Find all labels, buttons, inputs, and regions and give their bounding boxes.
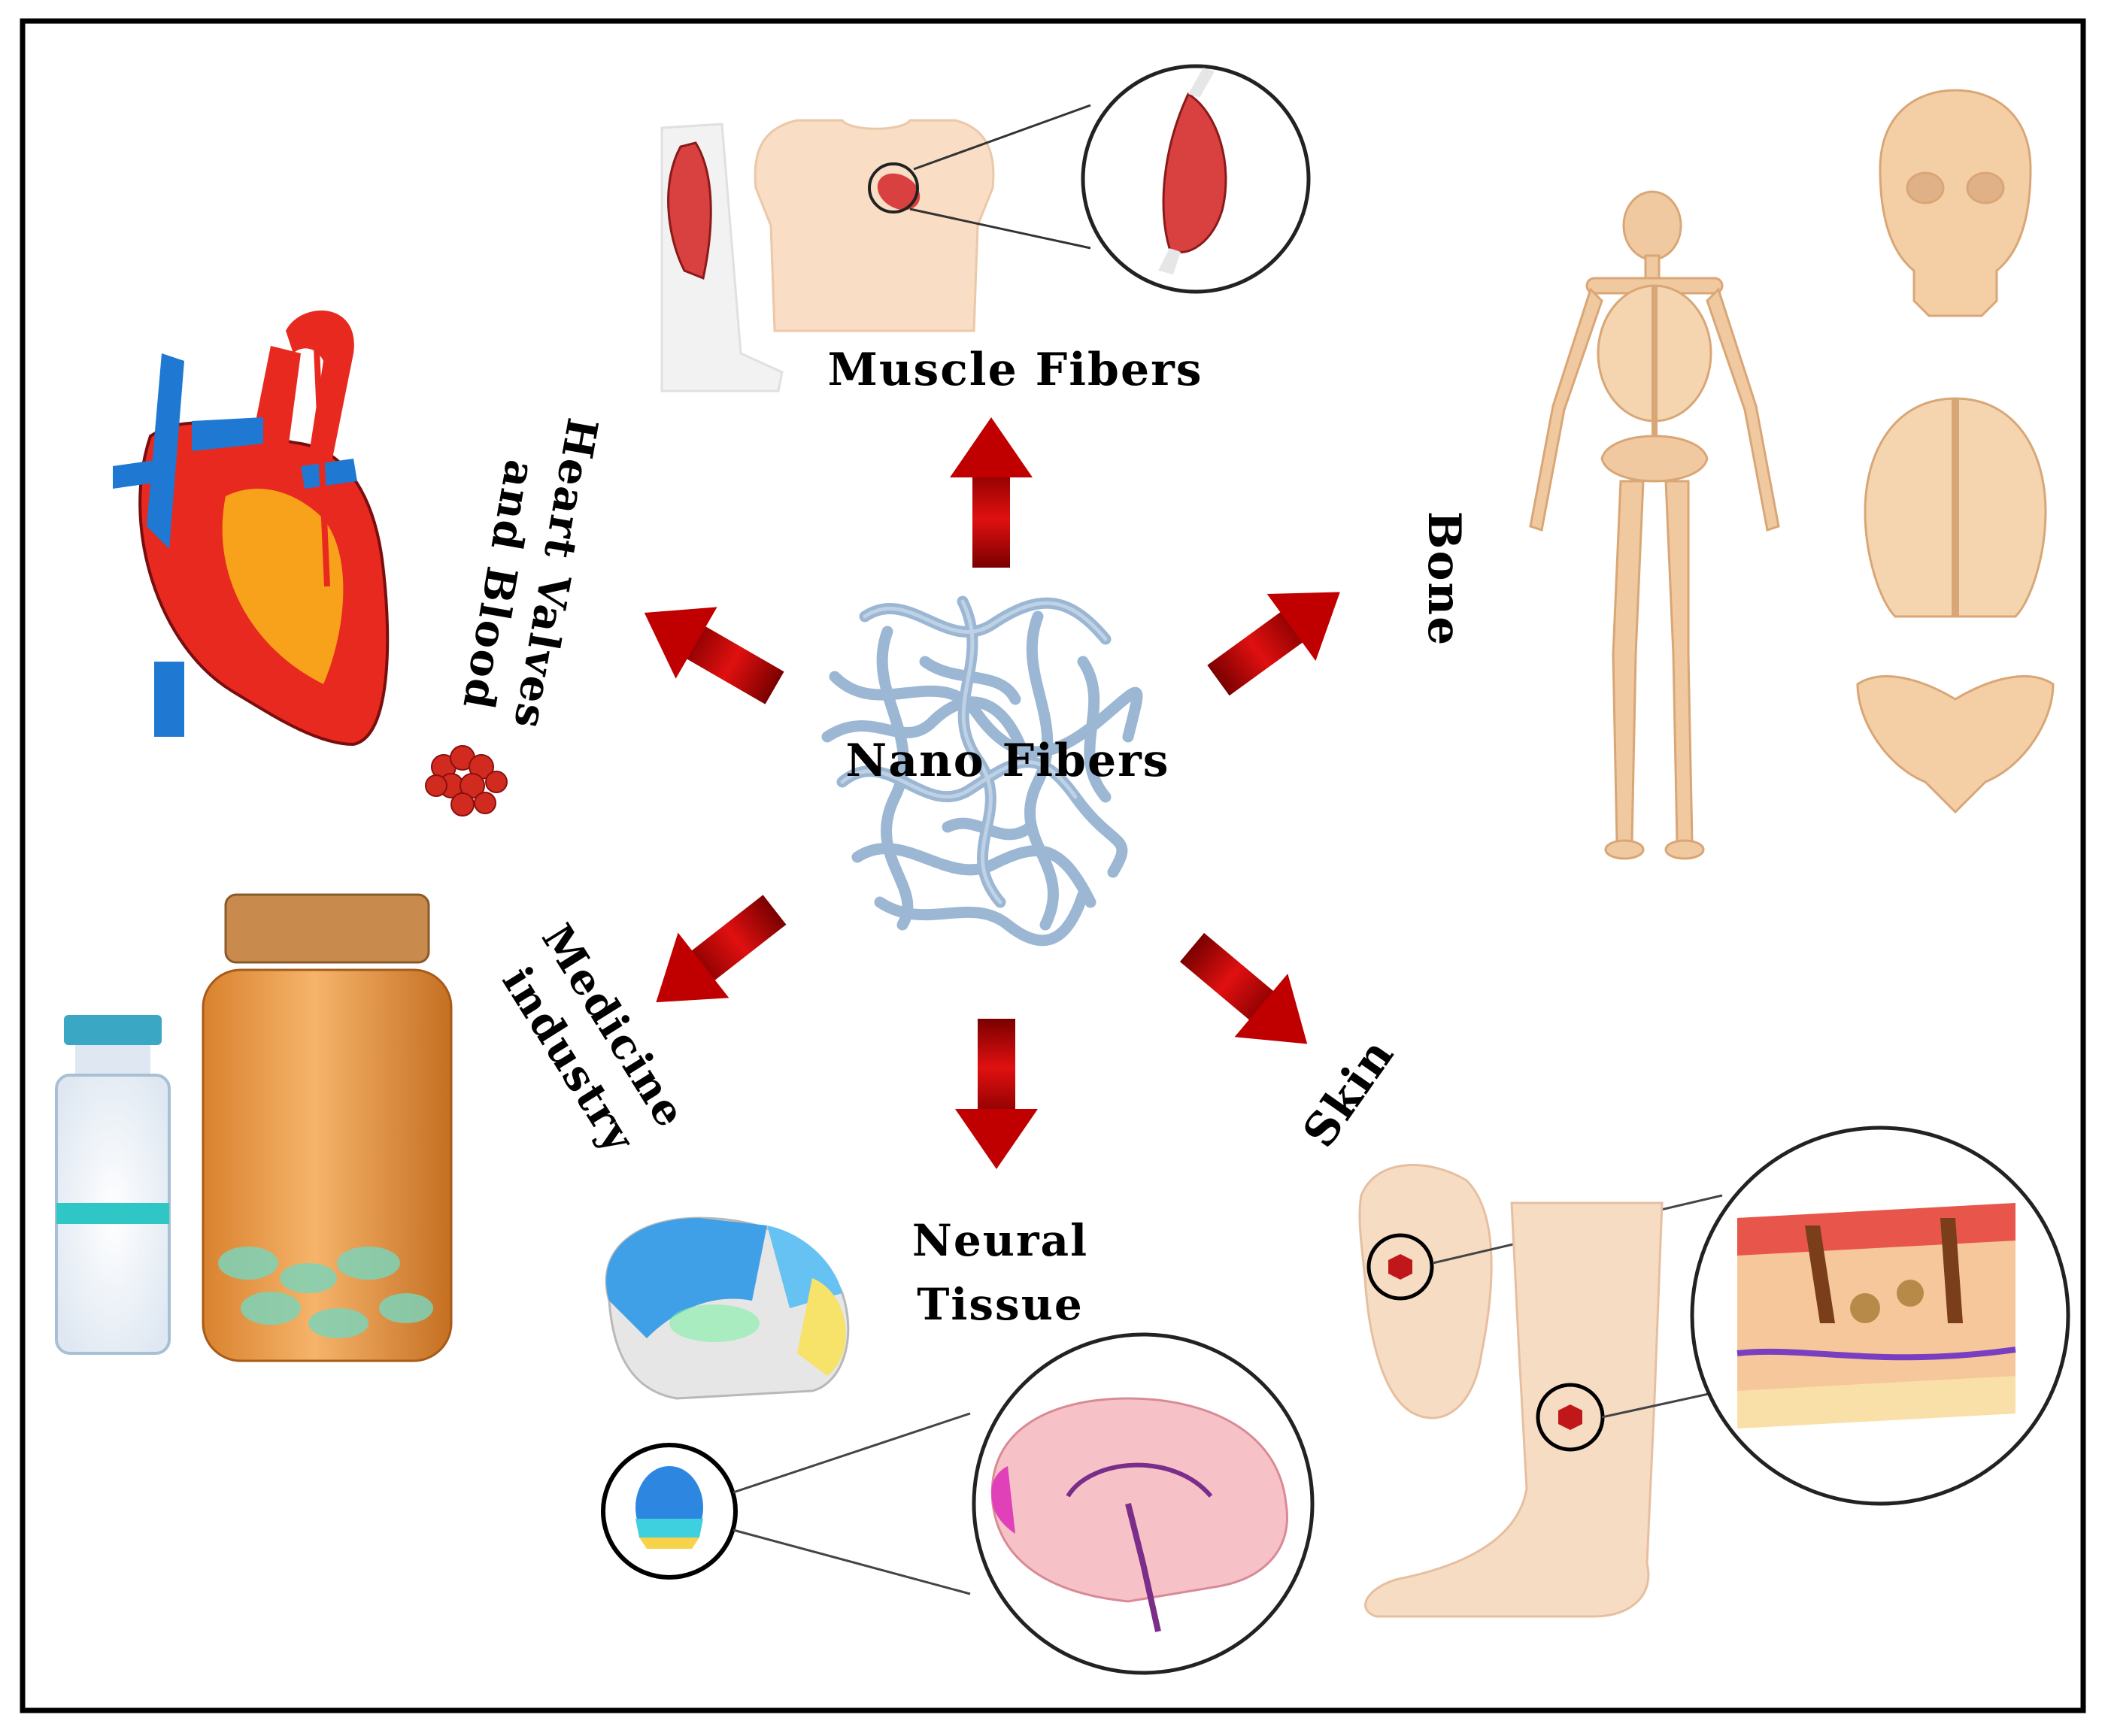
bone-illustration bbox=[1529, 89, 2055, 860]
shoulder-highlight-circle bbox=[868, 162, 919, 214]
arrow-bone bbox=[1207, 592, 1340, 696]
blood-cells bbox=[425, 745, 508, 816]
leg bbox=[1364, 1201, 1664, 1618]
vena-cava bbox=[147, 353, 184, 549]
heart-illustration bbox=[113, 310, 508, 816]
label-neural-line2: Tissue bbox=[917, 1279, 1084, 1330]
vial-cap bbox=[64, 1015, 162, 1045]
medicine-illustration bbox=[55, 893, 453, 1362]
arrow-neural bbox=[955, 1019, 1038, 1169]
neural-illustration bbox=[601, 1216, 1315, 1675]
bottle-cap bbox=[224, 893, 430, 964]
muscle-illustration bbox=[660, 64, 1311, 392]
skull bbox=[1879, 89, 2032, 317]
shoulder-muscle bbox=[877, 173, 921, 211]
pelvis bbox=[1856, 675, 2055, 814]
foot-sole bbox=[1358, 1164, 1493, 1419]
arrow-skin bbox=[1179, 932, 1308, 1044]
arrow-heart bbox=[644, 607, 784, 704]
label-neural-line1: Neural bbox=[912, 1215, 1088, 1266]
zoom-muscle bbox=[1162, 92, 1227, 253]
torso bbox=[754, 119, 995, 332]
arrow-muscle bbox=[950, 417, 1033, 568]
label-bone: Bone bbox=[1418, 511, 1470, 647]
pills bbox=[218, 1247, 433, 1338]
skin-illustration bbox=[1358, 1126, 2070, 1618]
center-label: Nano Fibers bbox=[845, 735, 1169, 787]
arrow-medicine bbox=[656, 895, 787, 1003]
zoom-brain bbox=[990, 1397, 1288, 1603]
leg-muscle bbox=[667, 141, 712, 280]
label-muscle: Muscle Fibers bbox=[827, 344, 1203, 396]
foot-wound-circle bbox=[1366, 1233, 1434, 1301]
